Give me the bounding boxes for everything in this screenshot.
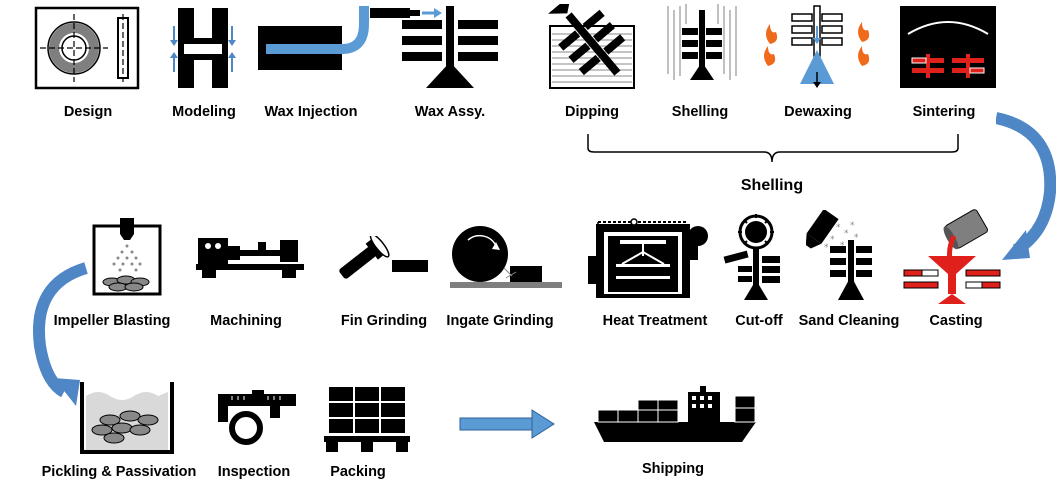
inspection-icon — [212, 388, 300, 448]
step-label-sand-cleaning: Sand Cleaning — [798, 313, 900, 329]
machining-icon — [196, 236, 308, 280]
curved-arrow-right — [996, 112, 1056, 264]
step-label-wax-injection: Wax Injection — [264, 104, 358, 120]
svg-text:*: * — [850, 221, 855, 231]
design-icon — [34, 6, 140, 90]
shipping-icon — [590, 386, 762, 446]
svg-text:*: * — [824, 243, 829, 253]
casting-icon — [902, 208, 1002, 304]
packing-icon — [322, 384, 412, 454]
step-label-inspection: Inspection — [217, 464, 291, 480]
svg-text:*: * — [854, 233, 859, 243]
wax-injection-icon — [256, 4, 376, 74]
step-label-cut-off: Cut-off — [735, 313, 783, 329]
step-label-dipping: Dipping — [565, 104, 619, 120]
dipping-icon — [548, 4, 638, 90]
curved-arrow-left — [30, 262, 90, 412]
dewaxing-icon — [762, 4, 872, 90]
shelling-group-label: Shelling — [740, 177, 804, 194]
step-label-heat-treatment: Heat Treatment — [602, 313, 708, 329]
svg-text:*: * — [836, 223, 841, 233]
pickling-passivation-icon — [78, 380, 176, 456]
cut-off-icon — [718, 212, 792, 302]
step-label-sintering: Sintering — [912, 104, 976, 120]
step-label-shipping: Shipping — [641, 461, 704, 477]
shelling-icon — [664, 4, 740, 90]
shelling-group-bracket — [580, 132, 964, 166]
svg-text:*: * — [830, 235, 835, 245]
svg-text:*: * — [844, 229, 849, 239]
heat-treatment-icon — [586, 216, 708, 300]
step-label-pickling-passivation: Pickling & Passivation — [41, 464, 197, 480]
step-label-dewaxing: Dewaxing — [784, 104, 852, 120]
sintering-icon — [898, 4, 998, 90]
sand-cleaning-icon: *** *** * — [806, 210, 886, 302]
step-label-design: Design — [63, 104, 113, 120]
step-label-packing: Packing — [330, 464, 386, 480]
step-label-fin-grinding: Fin Grinding — [340, 313, 428, 329]
step-label-modeling: Modeling — [172, 104, 236, 120]
impeller-blasting-icon — [92, 216, 164, 296]
step-label-shelling: Shelling — [671, 104, 729, 120]
straight-arrow — [458, 408, 556, 440]
modeling-icon — [170, 6, 236, 90]
fin-grinding-icon — [336, 236, 432, 282]
step-label-impeller-blasting: Impeller Blasting — [53, 313, 171, 329]
wax-assy-icon — [366, 4, 506, 90]
step-label-wax-assy: Wax Assy. — [414, 104, 486, 120]
step-label-casting: Casting — [929, 313, 983, 329]
step-label-ingate-grinding: Ingate Grinding — [446, 313, 554, 329]
step-label-machining: Machining — [210, 313, 282, 329]
ingate-grinding-icon — [446, 224, 562, 290]
